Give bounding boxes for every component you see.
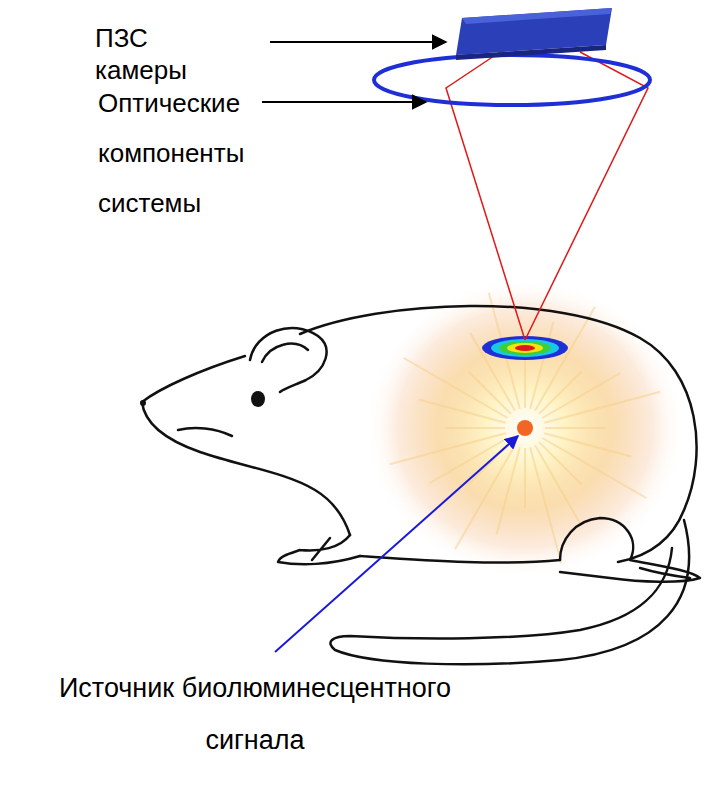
mouse-eye bbox=[251, 391, 265, 407]
leader-arrow bbox=[275, 436, 518, 652]
glow bbox=[365, 278, 685, 578]
camera-label: ПЗС камеры bbox=[95, 22, 205, 86]
lens bbox=[374, 55, 650, 105]
optics-label: Оптические компоненты системы bbox=[98, 78, 253, 228]
source-label: Источник биолюминесцентного сигнала bbox=[15, 662, 495, 766]
mouse-nose bbox=[140, 400, 146, 406]
leader-arrow bbox=[262, 101, 426, 103]
mouse-outline bbox=[142, 306, 700, 664]
source-dot bbox=[517, 420, 533, 436]
ccd-camera bbox=[456, 8, 612, 60]
leader-arrow bbox=[270, 41, 446, 43]
